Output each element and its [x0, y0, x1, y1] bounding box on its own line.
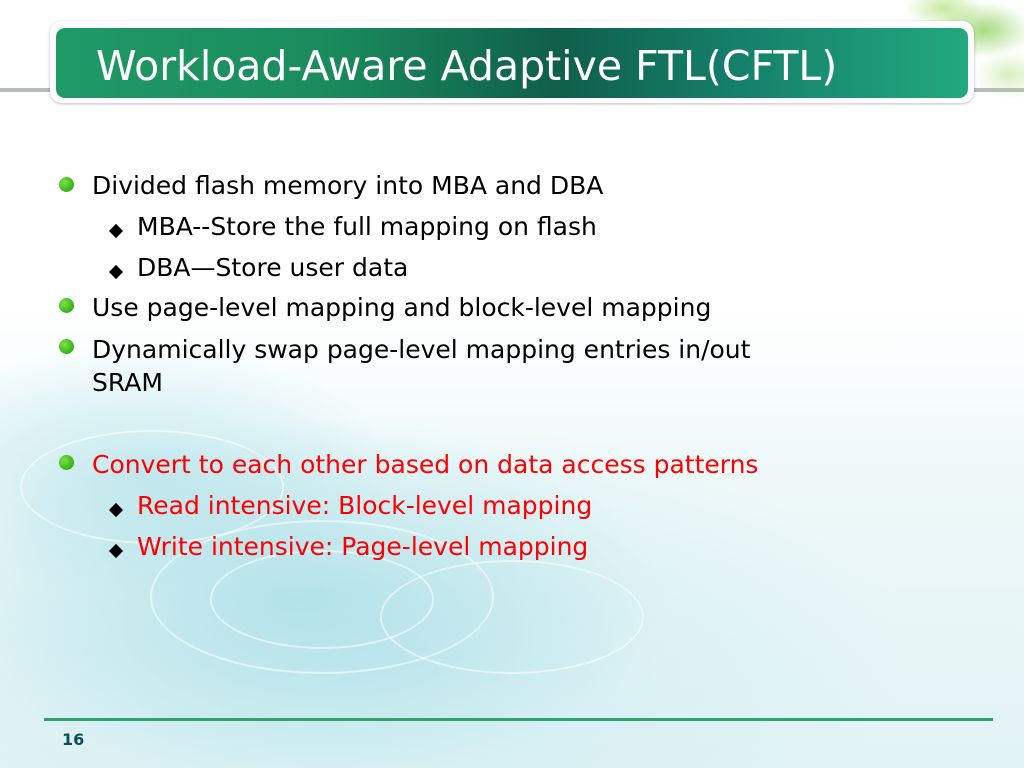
- bullet-dot-icon: [59, 455, 74, 470]
- sub-bullet-item-2: DBA—Store user data: [137, 253, 409, 282]
- page-number: 16: [62, 730, 85, 749]
- bullet-dot-icon: [59, 339, 74, 354]
- bullet-item-4: Convert to each other based on data acce…: [92, 450, 759, 479]
- bullet-dot-icon: [59, 298, 74, 313]
- bullet-item-2: Use page-level mapping and block-level m…: [92, 293, 712, 322]
- water-ripple: [380, 560, 644, 674]
- bullet-item-3-line-2: SRAM: [92, 368, 163, 397]
- sub-bullet-item-4: Write intensive: Page-level mapping: [137, 532, 589, 561]
- header-rule-left: [0, 88, 52, 92]
- footer-rule: [44, 718, 993, 721]
- water-ripple: [20, 430, 284, 544]
- slide-title: Workload-Aware Adaptive FTL(CFTL): [96, 42, 838, 90]
- bullet-item-3-line-1: Dynamically swap page-level mapping entr…: [92, 335, 751, 364]
- sub-bullet-item-1: MBA--Store the full mapping on flash: [137, 212, 597, 241]
- sub-bullet-item-3: Read intensive: Block-level mapping: [137, 491, 593, 520]
- bullet-item-1: Divided flash memory into MBA and DBA: [92, 171, 604, 200]
- title-bar: [56, 28, 968, 98]
- bullet-dot-icon: [59, 177, 74, 192]
